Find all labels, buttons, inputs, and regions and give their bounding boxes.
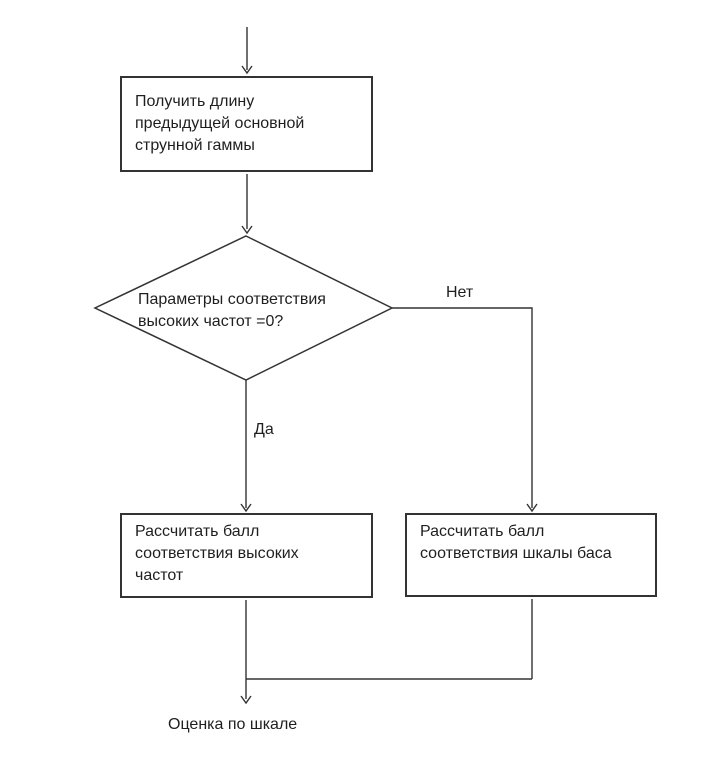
edge-label-yes: Да: [254, 421, 274, 438]
node-decision-text: Параметры соответствия высоких частот =0…: [138, 289, 326, 333]
arrowhead-entry-icon: [241, 65, 253, 75]
arrowhead-no-icon: [526, 503, 538, 513]
node-calc-bass-line2: соответствия шкалы баса: [420, 545, 612, 562]
edge-no: [392, 307, 533, 508]
node-calc-high-line2: соответствия высоких: [135, 545, 299, 562]
node-decision-line2: высоких частот =0?: [138, 313, 284, 330]
node-calc-high-line1: Рассчитать балл: [135, 523, 260, 540]
node-calc-high-score: Рассчитать балл соответствия высоких час…: [120, 513, 373, 598]
arrowhead-yes-icon: [240, 503, 252, 513]
node-calc-high-line3: частот: [135, 567, 184, 584]
edge-label-no: Нет: [446, 284, 474, 301]
node-get-length-line1: Получить длину: [135, 93, 255, 110]
output-label: Оценка по шкале: [168, 716, 298, 733]
node-decision-line1: Параметры соответствия: [138, 291, 326, 308]
node-get-length-line3: струнной гаммы: [135, 137, 255, 154]
node-get-length: Получить длину предыдущей основной струн…: [120, 76, 373, 172]
arrowhead-output-icon: [240, 695, 252, 705]
arrowhead-decision-icon: [241, 225, 253, 235]
node-calc-bass-line1: Рассчитать балл: [420, 523, 545, 540]
node-get-length-line2: предыдущей основной: [135, 115, 305, 132]
node-calc-bass-score: Рассчитать балл соответствия шкалы баса: [405, 513, 657, 597]
